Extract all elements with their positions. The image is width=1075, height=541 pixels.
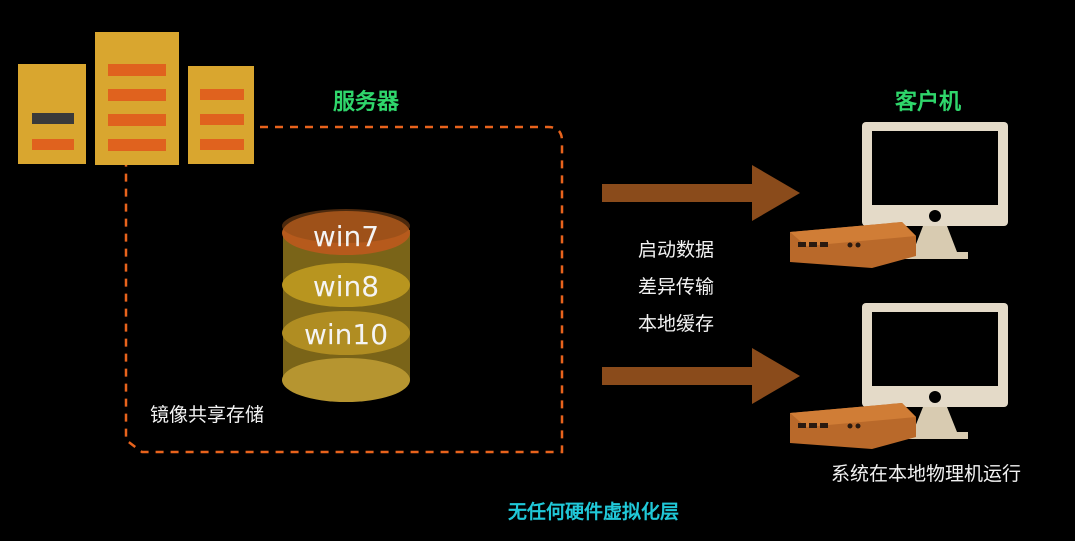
storage-label: 镜像共享存储 <box>150 404 265 426</box>
server-label: 服务器 <box>333 90 400 115</box>
database-icon: win7 win8 win10 <box>282 209 410 402</box>
no-virtualization-label: 无任何硬件虚拟化层 <box>508 501 680 523</box>
arrow-top <box>602 165 800 221</box>
client-label: 客户机 <box>895 90 962 115</box>
local-run-label: 系统在本地物理机运行 <box>831 463 1022 485</box>
arrow-bottom <box>602 348 800 404</box>
image-win10: win10 <box>304 318 388 351</box>
server-icon <box>18 32 254 165</box>
server-boundary <box>124 125 564 454</box>
image-win8: win8 <box>313 270 379 303</box>
client-computer-2 <box>790 303 1008 449</box>
step-boot-data: 启动数据 <box>638 239 715 261</box>
step-diff-transfer: 差异传输 <box>638 276 715 298</box>
step-local-cache: 本地缓存 <box>638 313 715 335</box>
client-computer-1 <box>790 122 1008 268</box>
image-win7: win7 <box>313 220 379 253</box>
